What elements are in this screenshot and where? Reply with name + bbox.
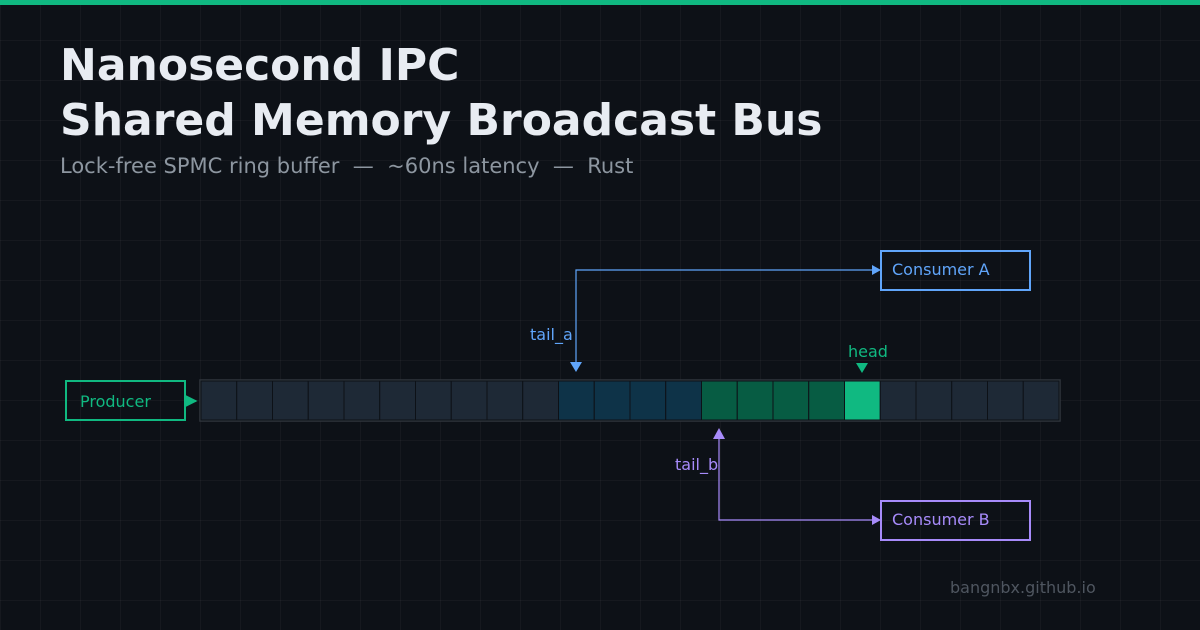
top-accent-bar [0, 0, 1200, 5]
buffer-slot [343, 380, 381, 421]
consumer-b-box [880, 500, 1031, 541]
buffer-slot [629, 380, 667, 421]
buffer-slot [379, 380, 416, 421]
buffer-slot [736, 380, 774, 421]
page-title-line-1: Nanosecond IPC [60, 40, 460, 91]
producer-box [65, 380, 186, 421]
ring-buffer-slots [200, 380, 1060, 421]
buffer-slot [486, 380, 524, 421]
tail-b-label: tail_b [675, 455, 718, 475]
consumer-b-connector [718, 438, 880, 521]
buffer-slot [772, 380, 810, 421]
buffer-slot [915, 380, 953, 421]
consumer-b-label: Consumer B [892, 510, 990, 529]
buffer-slot [200, 380, 238, 421]
buffer-slot [987, 380, 1024, 421]
consumer-a-box [880, 250, 1031, 291]
buffer-slot [665, 380, 702, 421]
buffer-slot [558, 380, 595, 421]
buffer-slot [450, 380, 488, 421]
buffer-slot [593, 380, 631, 421]
buffer-slot [701, 380, 738, 421]
head-label: head [848, 342, 888, 361]
buffer-slot [272, 380, 309, 421]
buffer-slot [808, 380, 845, 421]
buffer-slot [844, 380, 881, 421]
consumer-a-connector [575, 269, 880, 362]
buffer-slot [415, 380, 452, 421]
consumer-a-label: Consumer A [892, 260, 990, 279]
buffer-slot [236, 380, 273, 421]
buffer-slot [307, 380, 345, 421]
producer-label: Producer [80, 392, 151, 411]
tail-a-label: tail_a [530, 325, 573, 345]
page-title-line-2: Shared Memory Broadcast Bus [60, 95, 823, 146]
tail-b-arrow [713, 428, 725, 439]
buffer-slot [951, 380, 988, 421]
buffer-slot [879, 380, 917, 421]
consumer-a-arrow [872, 265, 881, 275]
site-footer-url: bangnbx.github.io [950, 578, 1096, 597]
buffer-slot [522, 380, 559, 421]
buffer-slot [1022, 380, 1060, 421]
tail-a-arrow [570, 362, 582, 372]
consumer-b-arrow [872, 515, 881, 525]
head-arrow [856, 363, 868, 373]
page-subtitle: Lock-free SPMC ring buffer — ~60ns laten… [60, 154, 634, 178]
